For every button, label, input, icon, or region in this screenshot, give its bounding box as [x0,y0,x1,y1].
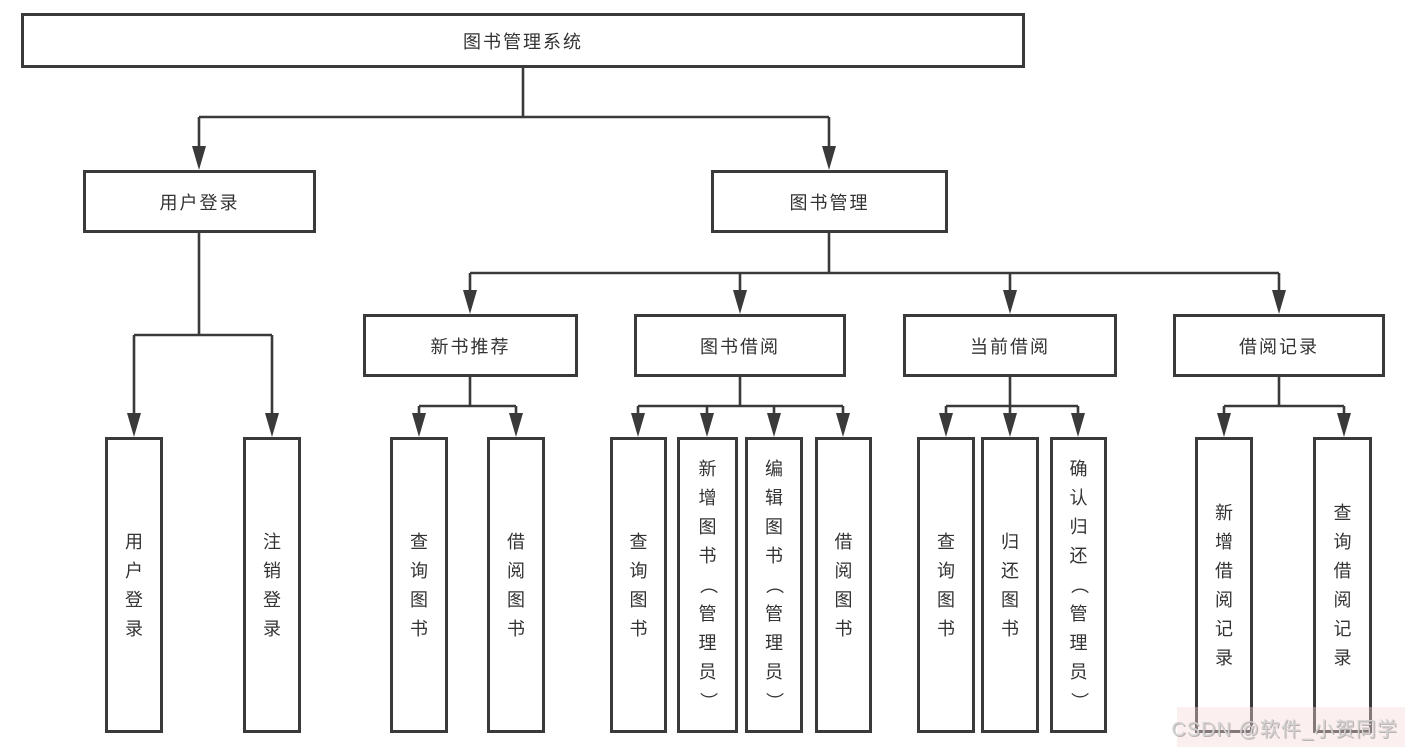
node-label: 确认归还（管理员） [1068,459,1089,710]
node-label: 新增图书（管理员） [697,459,718,710]
node-label: 查询借阅记录 [1333,502,1352,668]
leaf-borrow-book: 借阅图书 [815,437,872,733]
node-label: 借阅记录 [1239,336,1319,357]
leaf-borrow-book-newrec: 借阅图书 [487,437,545,733]
leaf-query-borrow-record: 查询借阅记录 [1313,437,1372,733]
node-label: 归还图书 [1001,531,1019,639]
leaf-query-book-current: 查询图书 [917,437,975,733]
node-label: 查询图书 [937,531,955,639]
node-new-book-recommend: 新书推荐 [363,314,578,377]
node-label: 图书管理 [789,192,870,213]
leaf-logout: 注销登录 [243,437,301,733]
leaf-user-login: 用户登录 [105,437,163,733]
leaf-query-book-newrec: 查询图书 [390,437,448,733]
node-label: 查询图书 [629,531,648,639]
node-label: 借阅图书 [834,531,853,639]
leaf-confirm-return-admin: 确认归还（管理员） [1050,437,1107,733]
node-label: 新书推荐 [430,336,511,357]
node-label: 用户登录 [125,531,143,639]
node-user-login: 用户登录 [83,170,316,233]
node-label: 注销登录 [263,531,281,639]
leaf-return-book: 归还图书 [981,437,1039,733]
leaf-query-book-borrow: 查询图书 [610,437,667,733]
node-book-management: 图书管理 [711,170,948,233]
node-label: 新增借阅记录 [1215,502,1233,668]
node-label: 当前借阅 [970,336,1050,357]
node-label: 借阅图书 [507,531,525,639]
node-label: 图书管理系统 [463,31,583,52]
leaf-edit-book-admin: 编辑图书（管理员） [745,437,803,733]
watermark-tint [1177,707,1405,747]
node-root: 图书管理系统 [21,13,1025,68]
leaf-add-book-admin: 新增图书（管理员） [677,437,738,733]
node-label: 查询图书 [410,531,428,639]
watermark: CSDN @软件_小贺同学 [1171,719,1398,741]
node-label: 图书借阅 [700,336,780,357]
node-book-borrowing: 图书借阅 [634,314,846,377]
node-current-borrowing: 当前借阅 [903,314,1117,377]
leaf-add-borrow-record: 新增借阅记录 [1195,437,1253,733]
node-label: 用户登录 [159,192,240,213]
node-borrow-records: 借阅记录 [1173,314,1385,377]
node-label: 编辑图书（管理员） [764,459,784,710]
